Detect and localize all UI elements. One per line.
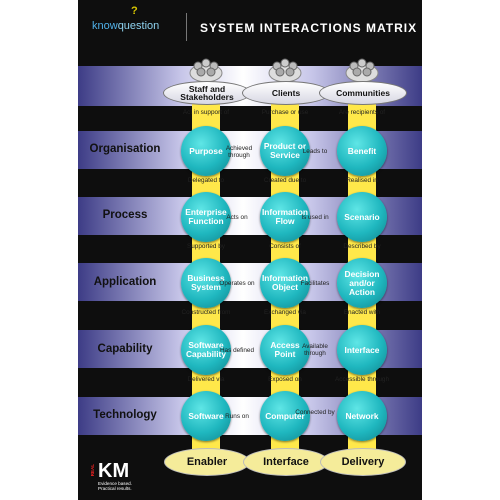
link-label: Achieved through (225, 145, 253, 159)
connector-label: Realised in (346, 177, 378, 184)
row-label-application: Application (93, 276, 157, 288)
people-group-icon (189, 58, 223, 83)
link-label: Runs on (225, 413, 249, 420)
logo-tagline-line-2: Practical results. (98, 486, 132, 491)
knowquestion-logo: knowquestion ? (92, 5, 160, 34)
row-label-technology: Technology (93, 409, 157, 421)
node-purpose: Purpose (181, 126, 231, 176)
node-network: Network (337, 391, 387, 441)
link-label: Connected by (295, 409, 335, 416)
bottom-label-delivery: Delivery (320, 448, 406, 476)
link-label: Operates on (219, 280, 255, 287)
logo-question: question (117, 20, 160, 32)
connector-label: Enacted with (343, 309, 381, 316)
column-header-communities: Communities (319, 81, 407, 105)
row-label-capability: Capability (97, 343, 153, 355)
node-information-flow: Information Flow (260, 192, 310, 242)
connector-label: Purchase or use (261, 109, 309, 116)
logo-real-text: REAL (90, 464, 95, 477)
node-scenario: Scenario (337, 192, 387, 242)
connector-label: Consists of (269, 243, 301, 250)
link-label: Is used in (301, 214, 329, 221)
node-computer: Computer (260, 391, 310, 441)
poster: knowquestion ? SYSTEM INTERACTIONS MATRI… (78, 0, 422, 500)
connector-label: Constructed from (181, 309, 231, 316)
row-label-organisation: Organisation (89, 143, 161, 155)
link-label: Acts on (226, 214, 248, 221)
connector-label: Act in support of (182, 109, 230, 116)
header-divider (186, 13, 187, 41)
connector-label: Delegated to (187, 177, 225, 184)
connector-label: Delivered via (187, 376, 225, 383)
bottom-label-enabler: Enabler (164, 448, 250, 476)
node-information-object: Information Object (260, 258, 310, 308)
link-label: Leads to (302, 148, 328, 155)
people-group-icon (345, 58, 379, 83)
connector-label: Created due to (263, 177, 307, 184)
node-product-or-service: Product or Service (260, 126, 310, 176)
node-decision-action: Decision and/or Action (337, 258, 387, 308)
column-header-staff: Staff and Stakeholders (163, 81, 251, 105)
page-title: SYSTEM INTERACTIONS MATRIX (200, 21, 418, 35)
link-label: Has defined (219, 347, 255, 354)
node-enterprise-function: Enterprise Function (181, 192, 231, 242)
column-header-clients: Clients (242, 81, 330, 105)
logo-know: know (92, 20, 118, 32)
node-benefit: Benefit (337, 126, 387, 176)
logo-km-text: KM (98, 460, 130, 482)
connector-label: Supported by (186, 243, 226, 250)
node-business-system: Business System (181, 258, 231, 308)
connector-label: Are recipients of (338, 109, 386, 116)
connector-label: Exposed on (268, 376, 302, 383)
bottom-label-interface: Interface (243, 448, 329, 476)
people-group-icon (268, 58, 302, 83)
node-interface: Interface (337, 325, 387, 375)
node-software-capability: Software Capability (181, 325, 231, 375)
connector-label: Described by (343, 243, 381, 250)
node-software: Software (181, 391, 231, 441)
node-access-point: Access Point (260, 325, 310, 375)
link-label: Available through (302, 343, 328, 357)
connector-label: Accessible through (335, 376, 389, 383)
logo-tagline: Evidence based. Practical results. (98, 481, 148, 491)
row-label-process: Process (102, 209, 148, 221)
link-label: Facilitates (300, 280, 330, 287)
connector-label: Exchanged via (264, 309, 306, 316)
logo-question-mark: ? (131, 5, 138, 17)
logo-tagline-line-1: Evidence based. (98, 481, 132, 486)
